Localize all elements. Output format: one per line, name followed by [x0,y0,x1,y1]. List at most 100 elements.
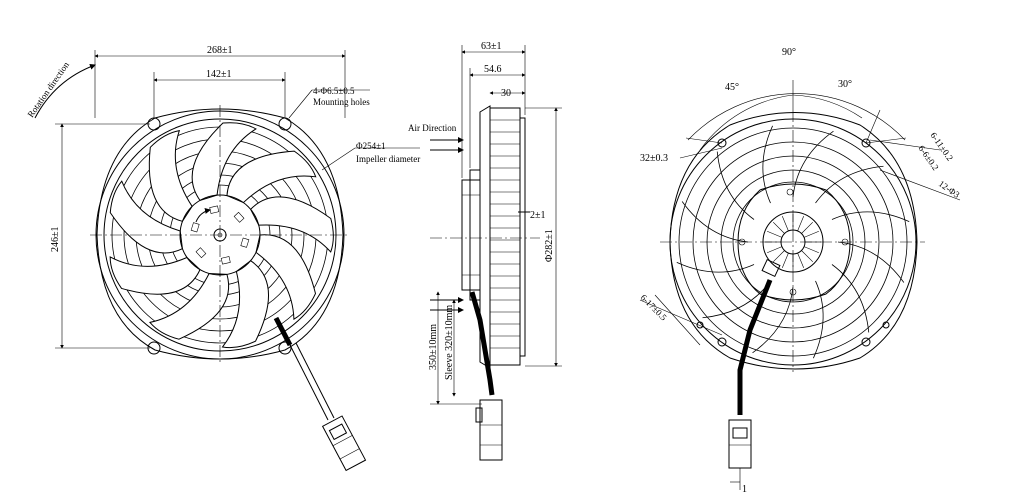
rear-spoke [813,280,824,359]
front-blade [255,234,317,320]
rear-hole-6 [696,321,704,329]
dim-holes-label: 142±1 [206,69,232,80]
rear-spoke [815,165,884,204]
dim-guard-label: Φ282±1 [544,229,555,262]
front-wire-sleeve [273,316,293,347]
side-motor-body [461,179,481,291]
slot-leader [679,147,723,159]
angle-90-ext-r [865,137,907,144]
rear-view: 1 90° 45° 30° 32±0.3 6-11±0.2 6-6±0.2 12… [639,47,962,495]
rear-hole-2 [861,138,871,148]
hub-slot [209,205,220,214]
angle-90-ext-l [685,137,723,144]
rear-motor-fin [801,250,814,263]
rear-spoke [676,262,755,273]
dim-d-label: 6-17±0.5 [639,292,670,323]
rear-motor-plate [737,183,851,301]
front-blade [221,260,269,349]
impeller-label: Φ254±1 [356,141,386,151]
impeller-leader [321,147,356,171]
rotation-label: Rotation direction [25,60,71,120]
side-connector [475,399,503,461]
angle-a-label: 45° [725,82,739,93]
rear-wire [737,279,773,415]
dim-body-label: 54.6 [484,64,502,75]
rear-guard-spokes [676,125,910,359]
dim-step-label: 2±1 [530,210,546,221]
dim-d-ext [654,294,701,346]
dim-sleeve-label: Sleeve 320±10mm [444,305,455,380]
side-guard-ribs [490,119,520,349]
angle-arc-90 [687,93,906,141]
holes-label: 4-Φ6.5±0.5 [313,86,355,96]
front-blade [109,180,183,254]
hub-slot [220,256,231,265]
air-direction-label: Air Direction [408,123,457,133]
rear-spoke [837,241,905,283]
side-view: 63±1 54.6 30 Air Direction 2±1 Φ282±1 35… [408,41,562,461]
hub-slot [190,222,200,233]
front-blade [250,196,334,253]
front-wire [289,344,329,421]
dim-a-leader [869,139,941,151]
dim-height-label: 246±1 [50,227,61,253]
rear-motor-fin [772,250,785,263]
rotation-arrow [34,63,96,119]
side-motor-flange [469,169,481,301]
rear-spoke [752,286,794,354]
angle-arc-30 [792,94,863,119]
dim-depth-label: 63±1 [481,41,502,52]
rear-motor-fin [767,231,783,238]
hub-slot [195,247,207,259]
rear-motor-fin [797,252,804,268]
rear-motor-fin [801,221,814,234]
rear-spoke [831,264,870,333]
front-blade [148,130,193,222]
angle-total-label: 90° [782,47,796,58]
rear-hole-5 [882,321,890,329]
rear-spoke [792,130,834,198]
dim-d-leader [639,299,723,336]
rear-hole-4 [861,337,871,347]
side-guard-body [490,107,521,366]
rear-motor-fin [767,246,783,253]
rear-screw-top [786,188,794,196]
rear-spoke [716,151,755,220]
rear-motor-fin [782,252,789,268]
rear-hole-3 [717,337,727,347]
hub-slot [233,211,245,223]
holes-sublabel: Mounting holes [313,97,370,107]
rear-connector [728,419,752,490]
holes-leader [288,89,313,119]
dim-width-label: 268±1 [207,45,233,56]
rear-spoke [831,211,910,222]
dim-wire-label: 350±10mm [428,324,439,370]
rear-spoke [681,201,749,243]
dim-c-leader [879,169,961,201]
side-wire [469,291,495,396]
front-view: 268±1 142±1 246±1 4-Φ6.5±0.5 Mounting ho… [25,45,420,472]
rear-motor-fin [782,216,789,232]
rear-spoke [762,125,773,204]
rear-motor-fins [765,214,821,270]
rear-motor-fin [803,246,819,253]
dim-c-label: 12-Φ3 [937,178,962,200]
impeller-sublabel: Impeller diameter [356,154,420,164]
rear-motor-fin [797,216,804,232]
rear-wire-grommet [761,258,781,278]
hub-rotation-arrow [195,208,211,223]
front-blade [226,150,317,204]
front-blade [109,256,201,295]
rear-hole-1 [717,138,727,148]
angle-30-ext [865,109,881,144]
front-connector [321,415,367,472]
front-wire-2 [295,342,335,419]
front-blade [191,122,257,201]
rear-motor-fin [803,231,819,238]
slot-dim-label: 32±0.3 [640,153,668,164]
front-blades [109,122,334,349]
angle-arc-45 [699,94,794,151]
mount-hole-tr [278,117,292,131]
hub-slot [240,237,250,248]
